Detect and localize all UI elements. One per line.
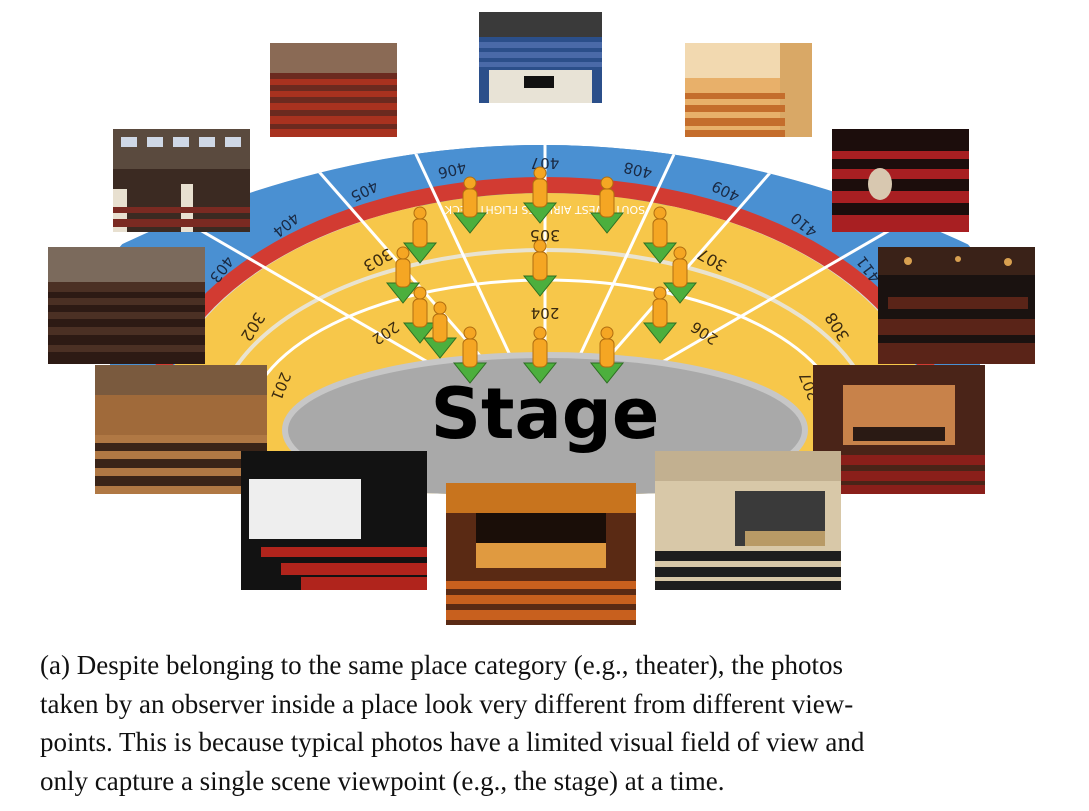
pegman-marker xyxy=(522,326,558,384)
curtain-stage-photo xyxy=(446,483,636,625)
pegman-marker xyxy=(589,176,625,234)
pegman-marker xyxy=(522,166,558,224)
seating-map: Stage SOUTHWEST AIRLINES FLIGHT DECK 403… xyxy=(110,145,980,495)
pegman-marker xyxy=(452,176,488,234)
orchestra-stage-photo xyxy=(813,365,985,494)
pegman-marker xyxy=(589,326,625,384)
pegman-marker xyxy=(642,206,678,264)
pegman-marker xyxy=(402,206,438,264)
viewpoint-markers xyxy=(385,166,698,384)
stage-label: Stage xyxy=(431,373,660,455)
seated-person-photo xyxy=(832,129,969,232)
pegman-marker xyxy=(452,326,488,384)
balcony-seats-photo xyxy=(270,43,397,137)
caption-line: (a) Despite belonging to the same place … xyxy=(40,650,843,680)
theater-viewpoints-figure: Stage SOUTHWEST AIRLINES FLIGHT DECK 403… xyxy=(48,12,1035,625)
section-label: 204 xyxy=(531,304,560,322)
school-auditorium-photo xyxy=(655,451,841,590)
caption-line: taken by an observer inside a place look… xyxy=(40,688,854,719)
caption-line: only capture a single scene viewpoint (e… xyxy=(40,765,725,796)
pegman-marker xyxy=(402,286,438,344)
side-auditorium-photo xyxy=(685,43,812,137)
pegman-marker xyxy=(642,286,678,344)
concert-hall-photo xyxy=(479,12,602,103)
ornate-hall-photo xyxy=(113,129,250,232)
wooden-hall-photo xyxy=(95,365,267,494)
pegman-marker xyxy=(662,246,698,304)
cinema-screen-photo xyxy=(241,451,427,590)
caption-line: points. This is because typical photos h… xyxy=(40,727,865,757)
pegman-marker xyxy=(422,301,458,359)
pegman-marker xyxy=(385,246,421,304)
old-theater-seats-photo xyxy=(48,247,205,364)
pegman-marker xyxy=(522,239,558,297)
figure-caption: (a) Despite belonging to the same place … xyxy=(40,646,1050,800)
dark-row-seats-photo xyxy=(878,247,1035,364)
